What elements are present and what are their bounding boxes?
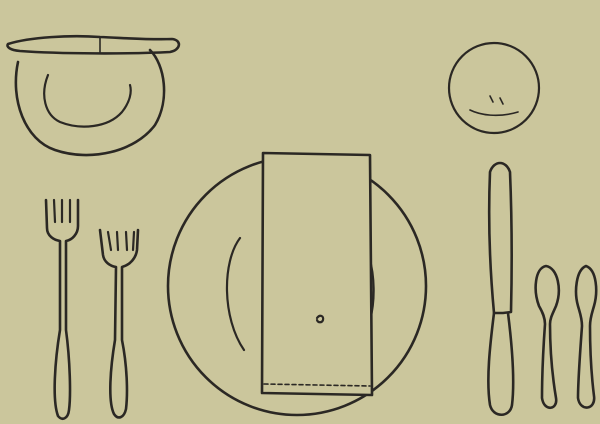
soup-spoon	[576, 266, 596, 408]
folded-napkin	[262, 153, 372, 395]
butter-knife	[8, 36, 179, 53]
bread-plate	[16, 50, 164, 155]
teaspoon	[536, 266, 559, 408]
salad-fork	[100, 230, 138, 417]
dinner-fork	[46, 200, 78, 419]
water-glass	[449, 43, 539, 133]
dinner-knife	[488, 163, 513, 415]
